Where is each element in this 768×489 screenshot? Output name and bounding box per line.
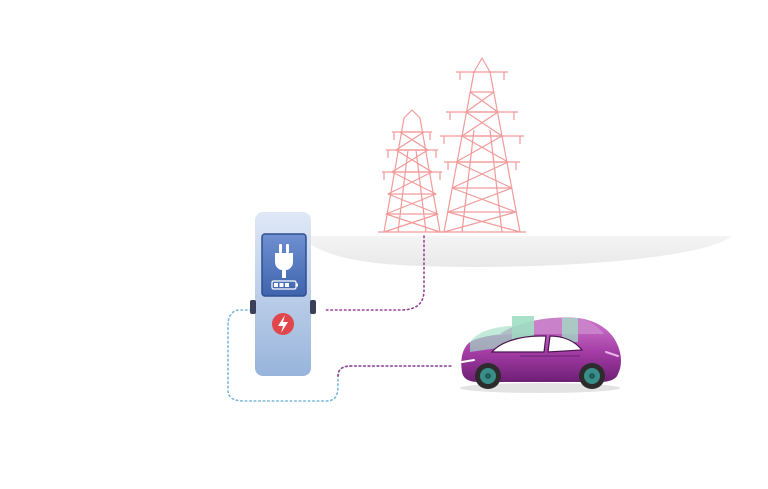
charging-station-icon [250, 212, 316, 376]
lightning-bolt-icon [272, 313, 294, 335]
plug-icon [275, 244, 293, 278]
cable-car-segment [337, 365, 453, 377]
power-tower-icon [438, 57, 526, 233]
car-wheel-front [475, 363, 501, 389]
ground-platform [300, 236, 732, 267]
power-tower-icon [378, 109, 446, 233]
grid-to-charger-line [323, 235, 425, 311]
car-wheel-rear [579, 363, 605, 389]
battery-level-icon [271, 280, 298, 290]
electric-car-icon [460, 316, 621, 393]
